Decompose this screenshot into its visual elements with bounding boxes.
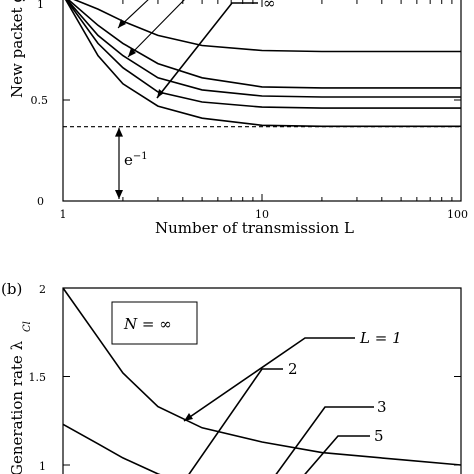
x-axis-ticks-a <box>62 0 453 201</box>
legend-label: 5 <box>374 427 384 445</box>
series-line <box>73 0 461 53</box>
series-line <box>62 423 161 474</box>
series-line <box>65 0 461 109</box>
legend-pointer-L1 <box>183 337 355 422</box>
series-line <box>62 287 462 466</box>
series-group-a <box>64 0 461 128</box>
legend-label-infinity: ∞ <box>263 0 276 12</box>
y-tick-label: 1 <box>39 460 46 473</box>
x-tick-label: 10 <box>255 208 269 221</box>
reference-arrowhead-top <box>115 127 123 137</box>
x-axis-label-a: Number of transmission L <box>155 219 354 237</box>
y-tick-label: 1.5 <box>29 371 47 384</box>
y-axis-label-a: New packet g <box>8 0 26 98</box>
y-tick-label: 1 <box>37 0 44 11</box>
plot-frame-b <box>62 287 462 474</box>
x-tick-label: 100 <box>447 208 468 221</box>
panel-label-b: (b) <box>1 280 22 298</box>
y-axis-label-subscript: Cl <box>22 321 33 332</box>
series-line <box>66 0 461 98</box>
panel-a: 1 10 100 0 0.5 1 Number of transmission … <box>8 0 468 237</box>
reference-arrowhead-bottom <box>115 190 123 199</box>
legend-pointer-L2 <box>188 368 283 474</box>
legend-arrowhead <box>184 413 193 421</box>
series-line <box>67 0 461 89</box>
legend-pointer-L3 <box>275 406 374 474</box>
y-axis-ticks-b <box>63 287 461 466</box>
reference-label: e−1 <box>124 151 148 169</box>
y-axis-label-b: Generation rate λ <box>8 340 26 474</box>
legend-label: 2 <box>288 360 298 378</box>
annotation-box-text: N = ∞ <box>123 315 172 333</box>
x-tick-label: 1 <box>60 208 67 221</box>
legend-pointer-L5 <box>304 435 370 474</box>
y-axis-ticks-a <box>63 99 461 202</box>
legend-pointer <box>127 0 185 58</box>
series-group-b <box>62 287 462 474</box>
y-tick-label: 0 <box>37 195 44 208</box>
y-tick-label: 2 <box>39 283 46 296</box>
annotation-box <box>111 301 198 345</box>
legend-arrowhead <box>157 89 164 98</box>
legend-pointer-infinity <box>156 2 258 99</box>
legend-label: 3 <box>377 398 387 416</box>
legend-arrowhead <box>118 19 126 28</box>
legend-arrowhead <box>128 48 136 57</box>
panel-b: (b) 1 1.5 2 Generation rate λ Cl N = ∞ L… <box>1 280 462 474</box>
y-tick-label: 0.5 <box>31 94 49 107</box>
plot-frame-a <box>62 0 462 202</box>
legend-label: L = 1 <box>359 329 402 347</box>
